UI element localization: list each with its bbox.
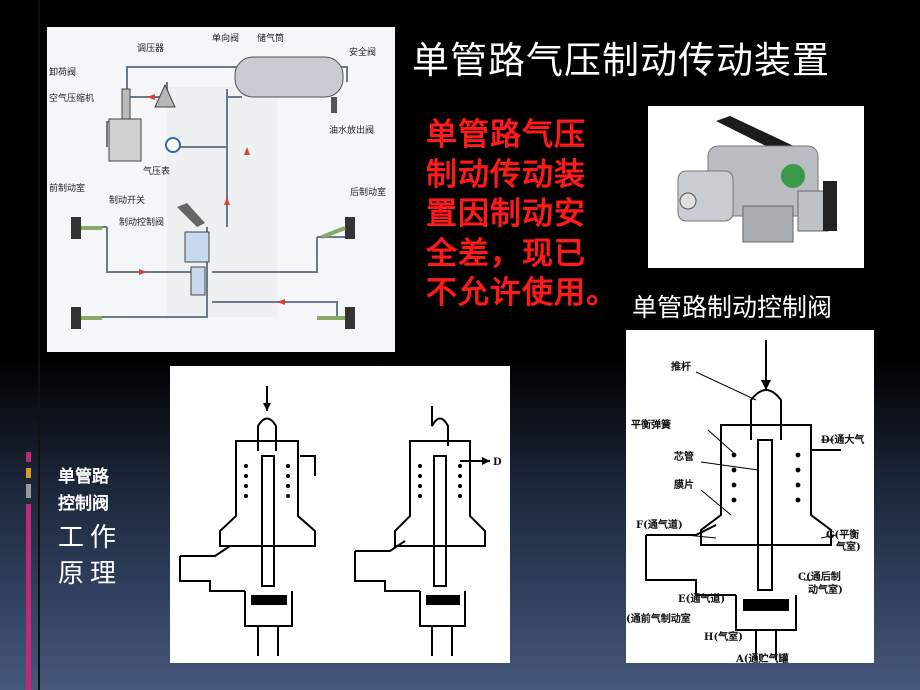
label-port-f: F(通气道) xyxy=(636,518,683,531)
label-drain-valve: 油水放出阀 xyxy=(329,124,374,136)
warning-line: 单管路气压 xyxy=(426,117,586,153)
warning-line: 不允许使用。 xyxy=(426,275,618,311)
warning-line: 全差，现已 xyxy=(426,235,586,272)
label-port-h: H(气室) xyxy=(704,630,743,643)
warning-line: 制动传动装 xyxy=(426,156,586,193)
label-front-chamber: 前制动室 xyxy=(49,182,85,194)
sidebar-decoration xyxy=(0,0,40,690)
label-check-valve: 单向阀 xyxy=(212,32,239,44)
sidebar-divider xyxy=(38,0,40,690)
label-diaphragm: 膜片 xyxy=(674,478,694,491)
sidebar-bar-magenta xyxy=(26,452,31,462)
working-diagram-panel: D xyxy=(170,366,510,663)
label-core-tube: 芯管 xyxy=(674,450,694,463)
sidebar-bar-gray xyxy=(26,484,31,498)
warning-line: 置因制动安 xyxy=(426,196,586,232)
label-port-g-2: 气室) xyxy=(835,540,861,553)
sidebar-bar-long xyxy=(26,504,31,690)
label-regulator: 调压器 xyxy=(137,43,164,54)
label-port-g: G(平衡 xyxy=(826,528,859,541)
valve-section-panel: 推杆 平衡弹簧 芯管 膜片 D(通大气 F(通气道) G(平衡 气室) C(通后… xyxy=(626,330,874,665)
label-push-rod: 推杆 xyxy=(671,360,691,373)
side-label-line: 单管路 xyxy=(58,467,109,487)
warning-text: 单管路气压 制动传动装 置因制动安 全差，现已 不允许使用。 xyxy=(426,116,618,314)
label-safety-valve: 安全阀 xyxy=(349,46,376,58)
label-port-c: C(通后制 xyxy=(798,570,841,583)
valve-section-diagram: 推杆 平衡弹簧 芯管 膜片 D(通大气 F(通气道) G(平衡 气室) C(通后… xyxy=(626,340,864,665)
side-label-line: 控制阀 xyxy=(58,494,109,514)
valve-caption: 单管路制动控制阀 xyxy=(632,293,833,322)
working-diagram: D xyxy=(179,386,502,656)
side-label-line: 工作 xyxy=(58,523,123,553)
side-label-line: 原理 xyxy=(58,559,123,589)
label-port-a: A(通贮气罐 xyxy=(735,652,789,663)
system-diagram-panel: 调压器 单向阀 储气筒 安全阀 卸荷阀 空气压缩机 油水放出阀 气压表 前制动室… xyxy=(47,27,395,352)
label-unloader: 卸荷阀 xyxy=(49,66,76,78)
label-rear-chamber: 后制动室 xyxy=(350,186,386,198)
label-compressor: 空气压缩机 xyxy=(49,92,94,104)
label-gauge: 气压表 xyxy=(143,165,170,177)
label-reservoir: 储气筒 xyxy=(257,32,284,44)
system-diagram: 调压器 单向阀 储气筒 安全阀 卸荷阀 空气压缩机 油水放出阀 气压表 前制动室… xyxy=(49,32,386,329)
reservoir-shape xyxy=(234,56,344,98)
port-d-label: D xyxy=(493,457,502,468)
valve-photo xyxy=(648,106,864,268)
label-port-e: E(通气道) xyxy=(678,592,725,605)
label-brake-valve: 制动控制阀 xyxy=(119,216,164,228)
sidebar-bar-yellow xyxy=(26,468,31,478)
label-brake-switch: 制动开关 xyxy=(109,194,145,206)
slide-title: 单管路气压制动传动装置 xyxy=(412,39,830,82)
label-front-chamber-conn: (通前气制动室 xyxy=(626,612,691,625)
label-port-c-2: 动气室) xyxy=(808,583,843,596)
label-balance-spring: 平衡弹簧 xyxy=(631,418,671,431)
label-port-d: D(通大气 xyxy=(821,433,864,446)
